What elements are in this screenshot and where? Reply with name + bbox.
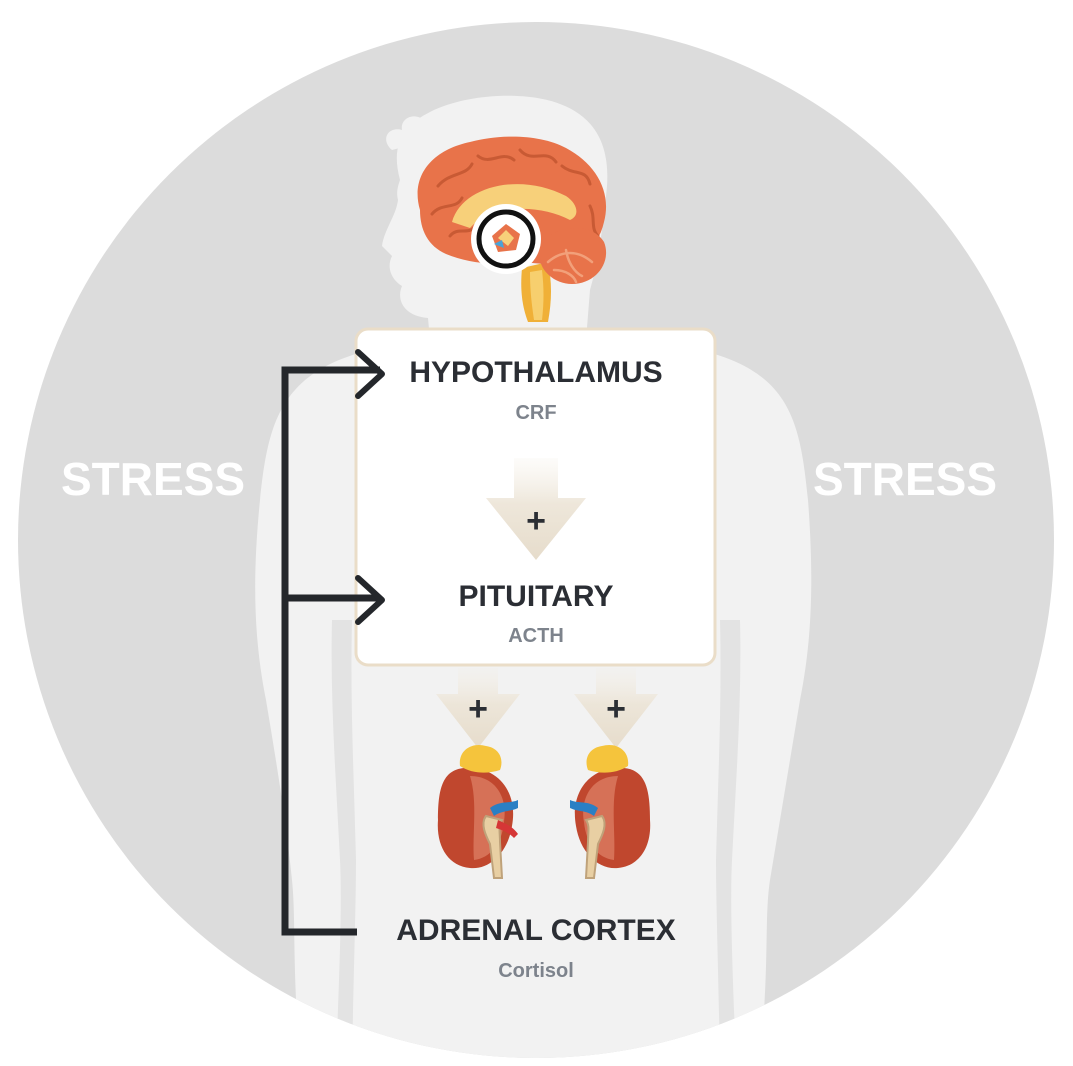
feedback-arrowhead-hypothalamus [355,349,385,399]
kidney-icon [437,744,518,879]
kidney-icon [570,744,651,879]
arrow-hypothalamus-to-pituitary [486,458,586,560]
feedback-arrowhead-pituitary [355,575,385,625]
adrenal-gland-icon [586,744,629,773]
arrow-pituitary-to-right-adrenal [574,668,658,748]
adrenal-gland-icon [459,744,502,773]
plus-sign-hypothalamus-pituitary: + [526,502,546,540]
adrenal-cortex-hormone: Cortisol [498,960,574,982]
brain-icon [417,136,607,322]
plus-sign-right-adrenal: + [606,690,626,728]
hypothalamus-hormone: CRF [515,402,557,424]
stress-label-left: STRESS [60,453,246,505]
hypothalamus-title: HYPOTHALAMUS [409,356,663,389]
plus-sign-left-adrenal: + [468,690,488,728]
pituitary-title: PITUITARY [458,580,614,613]
stress-label-right: STRESS [812,453,998,505]
hypothalamus-target-icon [471,204,541,274]
feedback-line [281,366,380,936]
pituitary-hormone: ACTH [508,625,564,647]
negative-feedback-loop [281,366,380,936]
adrenal-cortex-title: ADRENAL CORTEX [396,914,676,947]
arrow-pituitary-to-left-adrenal [436,668,520,748]
